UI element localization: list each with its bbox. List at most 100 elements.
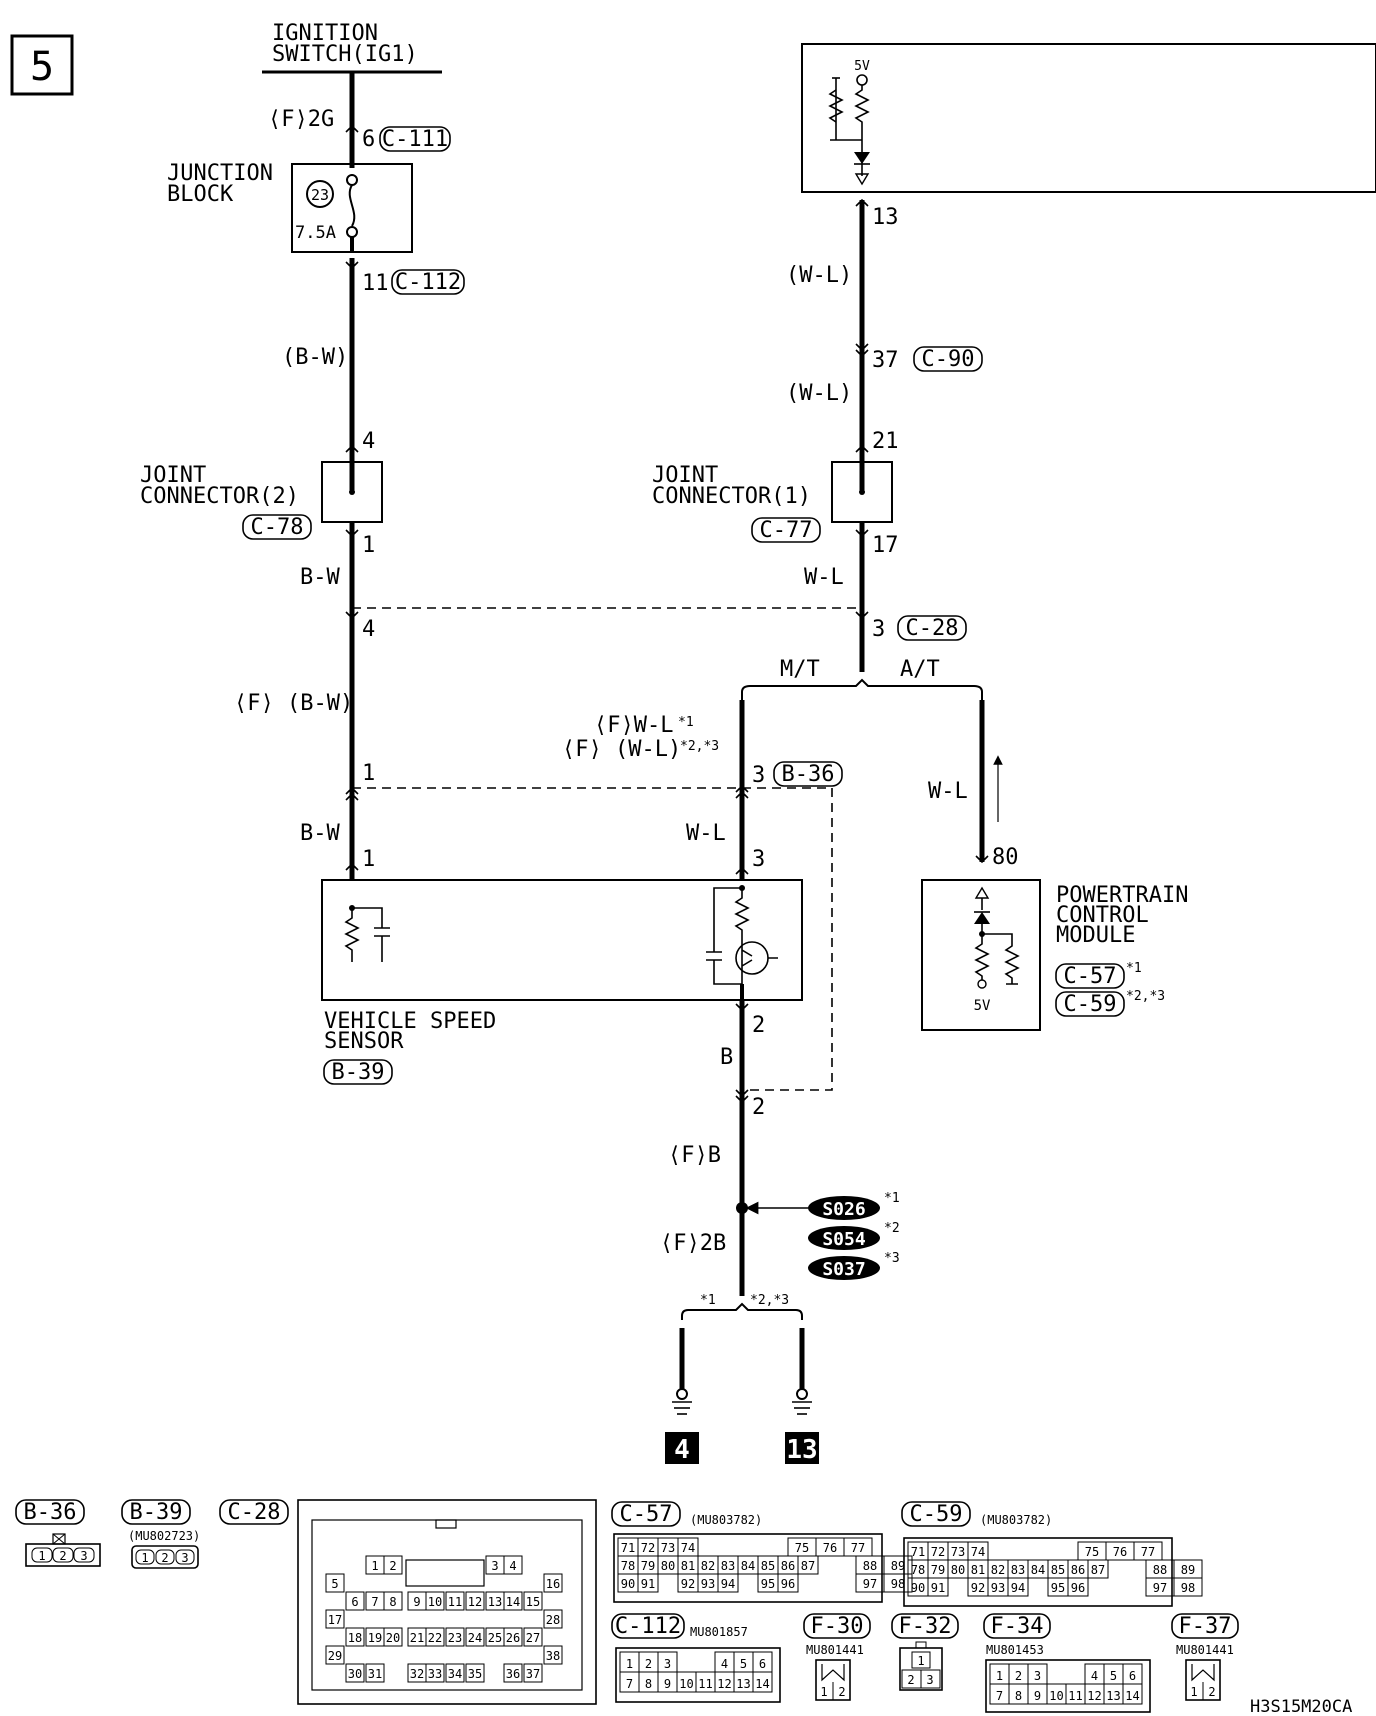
wire-label-fbw: ⟨F⟩ (B-W) xyxy=(234,691,353,716)
connector-c57-tag: C-57 xyxy=(1055,963,1125,989)
joint-connector-1 xyxy=(831,461,893,523)
c28-pin-24: 24 xyxy=(468,1631,482,1645)
c112-pin-14: 14 xyxy=(755,1677,769,1691)
c59-label: C-59 xyxy=(1064,992,1117,1017)
splice-s026: S026 *1 xyxy=(808,1191,900,1220)
c28-pin-20-cell xyxy=(383,1627,403,1647)
c57-pin-98: 98 xyxy=(891,1577,905,1591)
f34-pin-9: 9 xyxy=(1034,1689,1041,1703)
connector-c28-tag: C-28 xyxy=(897,615,967,641)
f34-pin-10: 10 xyxy=(1049,1689,1063,1703)
c57-pin-73: 73 xyxy=(661,1541,675,1555)
c28-pin-22-cell xyxy=(425,1627,445,1647)
pinout-c112-label: C-112 xyxy=(615,1614,681,1639)
ground-note-23: *2,*3 xyxy=(750,1293,789,1308)
c112-pin-4: 4 xyxy=(721,1657,728,1671)
c59-pin-98-cell xyxy=(1173,1577,1203,1597)
c59-part-number: (MU803782) xyxy=(980,1513,1052,1527)
c57-pin-92: 92 xyxy=(681,1577,695,1591)
c28-pin-6: 6 xyxy=(351,1595,358,1609)
c59-pin-87: 87 xyxy=(1091,1563,1105,1577)
f34-pin-4: 4 xyxy=(1091,1669,1098,1683)
b36-label: B-36 xyxy=(782,762,835,787)
c59-pin-92: 92 xyxy=(971,1581,985,1595)
c59-pin-94: 94 xyxy=(1011,1581,1025,1595)
c57-pin-75: 75 xyxy=(795,1541,809,1555)
c28-pin-7: 7 xyxy=(371,1595,378,1609)
ground-number-2: 13 xyxy=(786,1435,817,1465)
pin-17: 17 xyxy=(872,533,899,558)
c112-pin-9: 9 xyxy=(664,1677,671,1691)
c57-pin-90: 90 xyxy=(621,1577,635,1591)
joint-connector-1-label-2: CONNECTOR(1) xyxy=(652,484,811,509)
c28-pin-37: 37 xyxy=(526,1667,540,1681)
pinout-b39-label: B-39 xyxy=(130,1500,183,1525)
resistor-icon-pcm xyxy=(974,934,990,980)
c28-pin-34: 34 xyxy=(448,1667,462,1681)
c28-pin-12: 12 xyxy=(468,1595,482,1609)
fuse-rating: 7.5A xyxy=(295,223,336,243)
note-star23-mt: *2,*3 xyxy=(680,739,719,754)
pin-2-lower: 2 xyxy=(752,1095,765,1120)
pinout-c59-label: C-59 xyxy=(910,1502,963,1527)
s037-note: *3 xyxy=(884,1251,900,1266)
connector-c90-tag: C-90 xyxy=(913,346,983,372)
f32-pin-1: 1 xyxy=(917,1654,924,1668)
f30-pin-2: 2 xyxy=(838,1685,845,1699)
c59-pin-78: 78 xyxy=(911,1563,925,1577)
c57-pin-94: 94 xyxy=(721,1577,735,1591)
f34-pin-1: 1 xyxy=(996,1669,1003,1683)
s037-label: S037 xyxy=(822,1259,865,1280)
c28-pin-31: 31 xyxy=(368,1667,382,1681)
f34-pin-6: 6 xyxy=(1129,1669,1136,1683)
c112-pin-5: 5 xyxy=(740,1657,747,1671)
fuse-icon xyxy=(348,184,356,227)
pin-1-sensor: 1 xyxy=(362,847,375,872)
c28-latch xyxy=(405,1559,485,1587)
resistor-icon-pcm-2 xyxy=(982,933,1020,985)
c28-pin-4: 4 xyxy=(509,1559,516,1573)
c28-pin-4-cell xyxy=(503,1555,523,1575)
c59-pin-97: 97 xyxy=(1153,1581,1167,1595)
c57-pin-74: 74 xyxy=(681,1541,695,1555)
c28-pin-15: 15 xyxy=(526,1595,540,1609)
c59-pin-94-cell xyxy=(1007,1577,1029,1597)
c57-pin-96: 96 xyxy=(781,1577,795,1591)
c28-pin-26-cell xyxy=(503,1627,523,1647)
pin-4-mid: 4 xyxy=(362,617,375,642)
pinout-f30: F-30 MU801441 1 2 xyxy=(803,1613,871,1701)
s026-label: S026 xyxy=(822,1199,865,1220)
c28-pin-31-cell xyxy=(365,1663,385,1683)
mt-wire-chevrons xyxy=(735,784,749,1104)
c28-pin-30: 30 xyxy=(348,1667,362,1681)
pinout-f37: F-37 MU801441 1 2 xyxy=(1171,1613,1239,1701)
wire-label-fwl-2: ⟨F⟩ (W-L) xyxy=(562,737,681,762)
c28-pin-34-cell xyxy=(445,1663,465,1683)
ignition-label-1: IGNITION xyxy=(272,21,378,46)
c59-pin-96-cell xyxy=(1067,1577,1089,1597)
c57-pin-87-cell xyxy=(797,1555,819,1575)
wire-label-b: B xyxy=(720,1045,733,1070)
c59-pin-87-cell xyxy=(1087,1559,1109,1579)
c59-pin-75: 75 xyxy=(1085,1545,1099,1559)
note-star1-pcm: *1 xyxy=(1126,961,1142,976)
c28-pin-29-cell xyxy=(325,1645,345,1665)
c59-pin-91-cell xyxy=(927,1577,949,1597)
c28-pin-38: 38 xyxy=(546,1649,560,1663)
splice-point xyxy=(736,1202,748,1214)
c28-pin-28-cell xyxy=(543,1609,563,1629)
top-right-module: 5V xyxy=(801,43,1376,193)
pinout-f32-label: F-32 xyxy=(899,1614,952,1639)
fuse-number: 23 xyxy=(311,186,329,204)
pin-3-sensor: 3 xyxy=(752,847,765,872)
c59-pin-95: 95 xyxy=(1051,1581,1065,1595)
b39-label: B-39 xyxy=(332,1060,385,1085)
c28-pin-35-cell xyxy=(465,1663,485,1683)
pin-3-b36: 3 xyxy=(752,763,765,788)
c28-pin-22: 22 xyxy=(428,1631,442,1645)
joint-connector-2-label-1: JOINT xyxy=(140,463,206,488)
pinout-f34-label: F-34 xyxy=(991,1614,1044,1639)
c28-pin-35: 35 xyxy=(468,1667,482,1681)
